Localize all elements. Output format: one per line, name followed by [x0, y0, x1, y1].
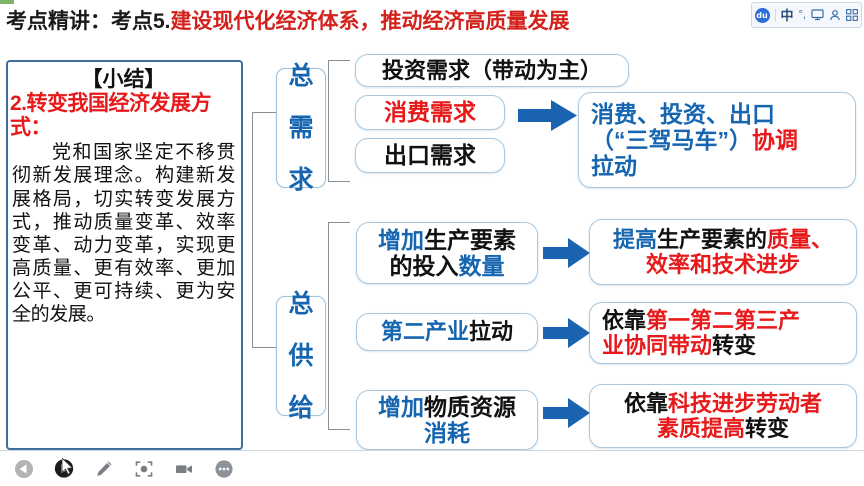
box-three-industries-coordination-text: 依靠第一第二第三产 业协同带动转变 — [602, 307, 801, 358]
ime-language-mode-icon[interactable]: 中 — [780, 7, 794, 23]
box-increase-factor-input-text: 增加生产要素 的投入数量 — [378, 226, 516, 279]
box-investment-demand[interactable]: 投资需求（带动为主） — [355, 54, 629, 87]
previous-button[interactable] — [14, 459, 34, 479]
box-three-industries-coordination[interactable]: 依靠第一第二第三产 业协同带动转变 — [589, 302, 857, 364]
summary-panel: 【小结】 2.转变我国经济发展方式： 党和国家坚定不移贯彻新发展理念。构建新发展… — [6, 60, 243, 450]
mouse-cursor — [62, 458, 74, 475]
summary-panel-body: 党和国家坚定不移贯彻新发展理念。构建新发展格局，切实转变发展方式，推动质量变革、… — [12, 141, 235, 326]
box-improve-factor-quality[interactable]: 提高生产要素的质量、 效率和技术进步 — [589, 219, 857, 285]
page-title: 考点精讲：考点5. 建设现代化经济体系，推动经济高质量发展 — [6, 4, 766, 36]
arrow-supply-factors — [543, 238, 591, 268]
record-button[interactable] — [174, 459, 194, 479]
ime-punctuation-mode-icon[interactable]: °, — [798, 8, 806, 21]
ime-soft-keyboard-icon[interactable] — [811, 9, 824, 21]
box-secondary-industry-drive[interactable]: 第二产业拉动 — [356, 313, 538, 351]
screenshot-button[interactable] — [134, 459, 154, 479]
pencil-icon — [97, 460, 112, 476]
page-title-prefix: 考点精讲：考点5. — [6, 10, 171, 33]
category-total-supply-label: 总供给 — [288, 290, 314, 422]
page-title-highlight: 建设现代化经济体系，推动经济高质量发展 — [170, 10, 570, 33]
summary-panel-subtitle: 2.转变我国经济发展方式： — [10, 92, 212, 139]
ime-toolbox-grid-icon[interactable] — [846, 9, 858, 21]
top-edge-strip — [0, 0, 864, 4]
box-demand-result[interactable]: 消费、投资、出口 （“三驾马车”）协调 拉动 — [578, 92, 856, 188]
video-player-controls[interactable] — [0, 450, 864, 486]
box-tech-and-labor-quality-text: 依靠科技进步劳动者 素质提高转变 — [623, 390, 823, 441]
green-corner-marker — [0, 0, 14, 4]
box-consumption-demand-label: 消费需求 — [384, 99, 476, 126]
box-improve-factor-quality-text: 提高生产要素的质量、 效率和技术进步 — [612, 226, 834, 277]
more-button[interactable] — [214, 459, 234, 479]
box-increase-material-consumption[interactable]: 增加物质资源 消耗 — [356, 390, 538, 450]
arrow-supply-industry — [543, 318, 591, 348]
summary-panel-title: 【小结】 — [81, 67, 166, 91]
category-total-demand-label: 总需求 — [288, 62, 314, 194]
box-demand-result-text: 消费、投资、出口 （“三驾马车”）协调 拉动 — [591, 100, 798, 180]
ime-user-account-icon[interactable] — [829, 9, 841, 21]
box-increase-material-consumption-text: 增加物质资源 消耗 — [378, 393, 516, 446]
baidu-ime-toolbar[interactable]: du 中 °, — [750, 2, 862, 28]
summary-panel-body-text: 党和国家坚定不移贯彻新发展理念。构建新发展格局，切实转变发展方式，推动质量变革、… — [12, 141, 235, 326]
ime-divider — [774, 8, 776, 22]
category-total-supply: 总供给 — [276, 291, 326, 421]
annotate-button[interactable] — [94, 459, 114, 479]
box-tech-and-labor-quality[interactable]: 依靠科技进步劳动者 素质提高转变 — [589, 384, 857, 448]
box-consumption-demand[interactable]: 消费需求 — [355, 95, 505, 130]
box-export-demand[interactable]: 出口需求 — [355, 138, 505, 173]
arrow-demand-to-result — [518, 100, 578, 131]
box-secondary-industry-drive-text: 第二产业拉动 — [380, 319, 514, 345]
box-investment-demand-label: 投资需求（带动为主） — [381, 57, 602, 83]
baidu-logo-icon[interactable]: du — [754, 7, 770, 23]
demand-branch-bracket — [328, 60, 350, 182]
arrow-supply-resources — [543, 398, 591, 428]
category-total-demand: 总需求 — [276, 63, 326, 193]
box-export-demand-label: 出口需求 — [384, 142, 476, 169]
capture-frame-icon — [135, 460, 153, 477]
video-camera-icon — [176, 464, 192, 473]
supply-branch-bracket — [328, 222, 350, 430]
previous-icon — [15, 459, 33, 478]
outer-bracket — [252, 112, 276, 348]
more-dots-icon — [215, 459, 233, 478]
box-increase-factor-input[interactable]: 增加生产要素 的投入数量 — [356, 222, 538, 284]
